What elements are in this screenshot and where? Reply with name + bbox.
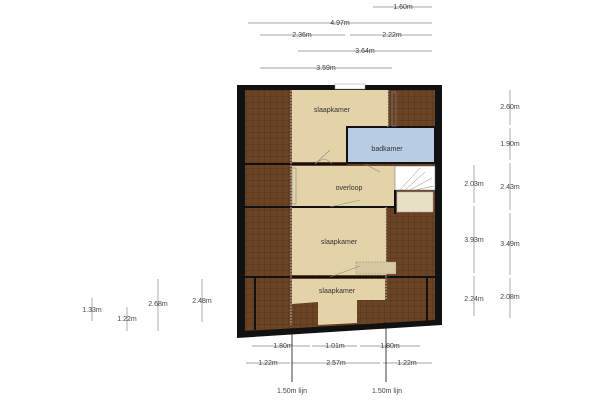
knee-walls [290,90,389,325]
room-landing [292,166,395,206]
stairs-steps [399,167,435,191]
dim-bottom-5: 1.22m [397,360,417,367]
dim-bottom-1: 1.01m [325,343,345,350]
dim-left-0: 1.33m [82,307,102,314]
dim-bottom-3: 1.22m [258,360,278,367]
dim-top-2: 2.36m [292,32,312,39]
dim-left-1: 1.22m [117,316,137,323]
room-label-landing: overloop [336,185,363,192]
stair-void [396,191,434,213]
dim-right-outer-1: 1.90m [500,141,520,148]
dimension-lines-right [473,90,511,318]
room-label-bedroom-top: slaapkamer [314,107,351,114]
dim-left-3: 2.48m [192,298,212,305]
dim-left-2: 2.68m [148,301,168,308]
dim-top-5: 3.59m [316,65,336,72]
dim-right-outer-0: 2.60m [500,104,520,111]
height-line-label-left: 1.50m lijn [277,388,307,395]
dim-bottom-0: 1.80m [273,343,293,350]
room-label-bathroom: badkamer [371,146,403,153]
dim-right-outer-2: 2.43m [500,184,520,191]
dim-top-4: 3.64m [355,48,375,55]
dim-right-inner-1: 3.93m [464,237,484,244]
height-line-label-right: 1.50m lijn [372,388,402,395]
dimension-lines-left [91,279,203,331]
dim-top-3: 2.22m [382,32,402,39]
dim-bottom-2: 1.80m [380,343,400,350]
dimension-lines-bottom [246,345,432,364]
room-label-bedroom-middle: slaapkamer [321,239,358,246]
height-line-markers [291,322,387,382]
window-top [334,83,366,90]
dim-bottom-4: 2.57m [326,360,346,367]
room-label-bedroom-bottom: slaapkamer [319,288,356,295]
dim-right-outer-3: 3.49m [500,241,520,248]
dim-right-outer-4: 2.08m [500,294,520,301]
dim-right-inner-2: 2.24m [464,296,484,303]
dim-top-0: 1.60m [393,4,413,11]
dim-right-inner-0: 2.03m [464,181,484,188]
closet [355,261,397,275]
room-bedroom-bottom [292,279,385,325]
interior-walls [245,163,435,330]
room-bathroom [346,126,436,164]
stairs [394,165,436,191]
dim-top-1: 4.97m [330,20,350,27]
doors [291,91,397,278]
dimension-lines-top [248,6,432,69]
